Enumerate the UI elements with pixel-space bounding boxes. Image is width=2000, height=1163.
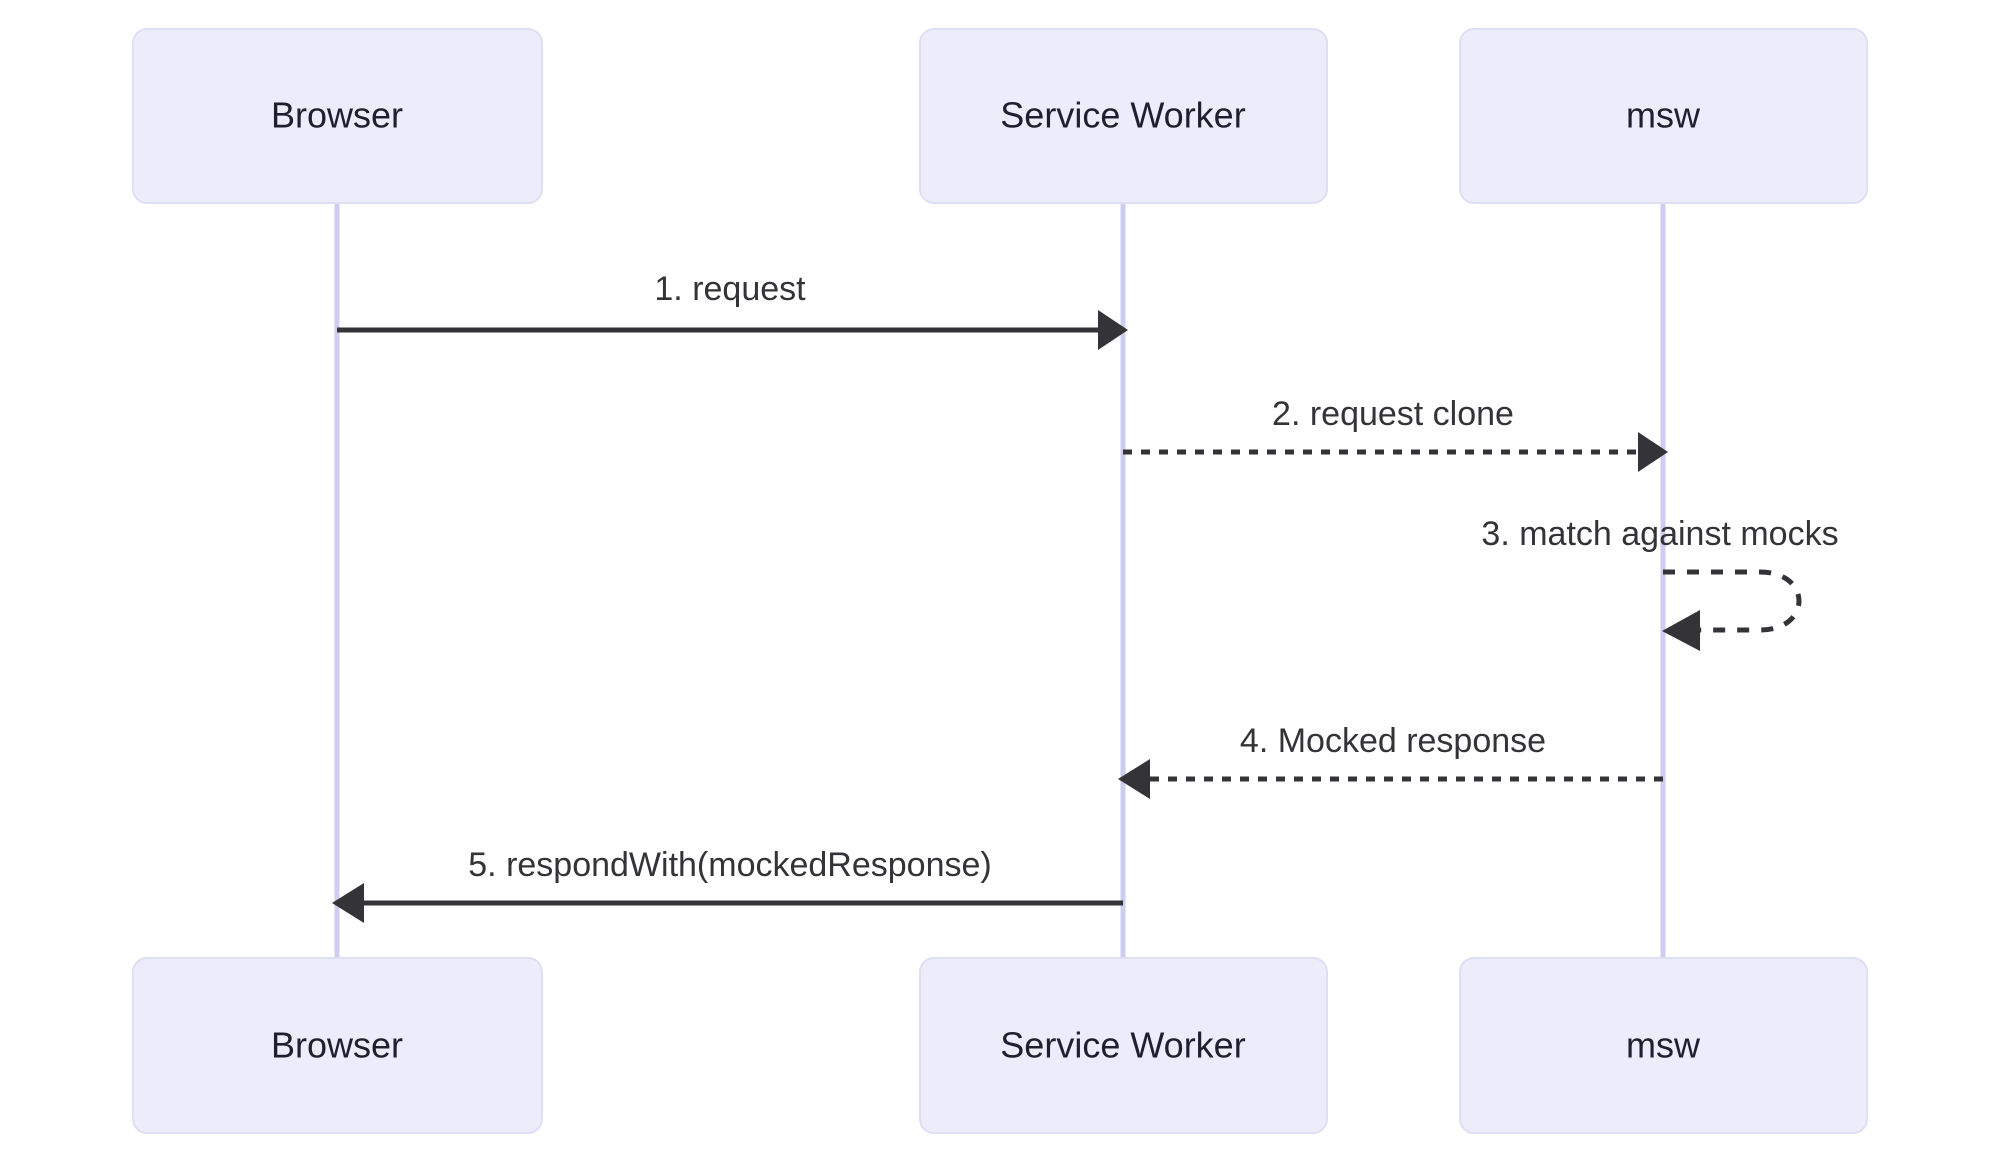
arrowhead-right-icon — [1638, 432, 1668, 472]
actor-label-service-worker-top: Service Worker — [1000, 95, 1245, 136]
message-5-respond-with: 5. respondWith(mockedResponse) — [332, 846, 1123, 923]
message-label-1: 1. request — [654, 270, 806, 308]
actor-box-rect — [1459, 28, 1868, 204]
arrowhead-right-icon — [1098, 310, 1128, 350]
actor-label-service-worker-bottom: Service Worker — [1000, 1025, 1245, 1066]
message-2-request-clone: 2. request clone — [1123, 395, 1668, 472]
actor-box-msw-top[interactable]: msw — [1459, 28, 1868, 204]
message-label-2: 2. request clone — [1272, 395, 1514, 433]
message-loop-3 — [1663, 569, 1802, 633]
actor-box-browser-top[interactable]: Browser — [132, 28, 543, 204]
message-1-request: 1. request — [337, 270, 1128, 350]
arrowhead-left-icon — [1662, 610, 1700, 651]
actor-label-browser-bottom: Browser — [271, 1025, 403, 1066]
arrowhead-left-icon — [332, 883, 364, 923]
actor-box-rect — [132, 28, 543, 204]
actor-box-rect — [1459, 957, 1868, 1134]
message-label-5: 5. respondWith(mockedResponse) — [468, 846, 991, 884]
message-3-match-against-mocks: 3. match against mocks — [1481, 515, 1839, 651]
actor-box-service-worker-bottom[interactable]: Service Worker — [919, 957, 1328, 1134]
actor-box-rect — [919, 957, 1328, 1134]
actor-box-browser-bottom[interactable]: Browser — [132, 957, 543, 1134]
message-label-3: 3. match against mocks — [1481, 515, 1838, 553]
actor-label-browser-top: Browser — [271, 95, 403, 136]
lifelines — [334, 203, 1666, 958]
actor-box-msw-bottom[interactable]: msw — [1459, 957, 1868, 1134]
actor-box-rect — [919, 28, 1328, 204]
message-label-4: 4. Mocked response — [1240, 722, 1546, 760]
actor-box-service-worker-top[interactable]: Service Worker — [919, 28, 1328, 204]
message-4-mocked-response: 4. Mocked response — [1118, 722, 1663, 799]
actor-label-msw-top: msw — [1626, 95, 1701, 136]
actor-label-msw-bottom: msw — [1626, 1025, 1701, 1066]
arrowhead-left-icon — [1118, 759, 1150, 799]
actor-box-rect — [132, 957, 543, 1134]
